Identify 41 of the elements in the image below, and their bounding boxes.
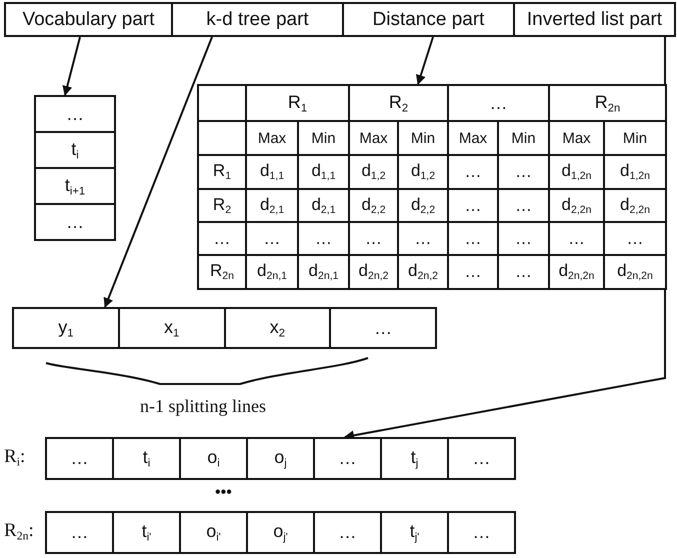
table-cell: t$_{i'}$ [112, 511, 181, 554]
table-cell: R$_{2n}$ [548, 84, 667, 122]
array-row [45, 437, 514, 480]
distance-table [197, 84, 665, 288]
vocabulary-list [34, 95, 116, 239]
table-cell: x$_{1}$ [118, 307, 226, 349]
table-cell: t$_{j'}$ [380, 511, 449, 554]
table-cell: … [34, 203, 116, 241]
array-row [12, 307, 435, 349]
part-label-box: Vocabulary part [4, 2, 173, 37]
table-cell: x$_{2}$ [224, 307, 332, 349]
row-label: R$_{2n}$: [4, 520, 34, 544]
table-cell: … [34, 95, 116, 133]
arrow [416, 36, 434, 85]
brace-caption: n-1 splitting lines [140, 396, 266, 417]
table-cell: t$_{i}$ [34, 131, 116, 169]
arrow [62, 36, 81, 96]
table-cell: o$_{i'}$ [179, 511, 248, 554]
table-cell: … [329, 307, 437, 349]
table-cell: … [45, 511, 114, 554]
part-label-box: Distance part [342, 2, 515, 37]
part-label-box: Inverted list part [513, 2, 676, 37]
table-cell: o$_{i}$ [179, 437, 248, 480]
table-cell: o$_{j}$ [246, 437, 315, 480]
array-row [45, 511, 514, 554]
table-cell: … [447, 511, 516, 554]
ellipsis: ••• [215, 484, 232, 502]
table-cell: o$_{j'}$ [246, 511, 315, 554]
table-cell: … [313, 437, 382, 480]
table-cell: t$_{j}$ [380, 437, 449, 480]
table-cell: … [447, 437, 516, 480]
arrow [104, 36, 213, 308]
table-cell: … [313, 511, 382, 554]
row-label: R$_{i}$: [4, 446, 26, 470]
table-cell: t$_{i+1}$ [34, 167, 116, 205]
table-cell: R$_{2n}$ [197, 254, 247, 290]
table-cell: d$_{2n,2n}$ [603, 254, 667, 290]
table-cell: y$_{1}$ [12, 307, 120, 349]
table-cell: … [45, 437, 114, 480]
part-label-box: k-d tree part [171, 2, 344, 37]
table-cell: t$_{i}$ [112, 437, 181, 480]
